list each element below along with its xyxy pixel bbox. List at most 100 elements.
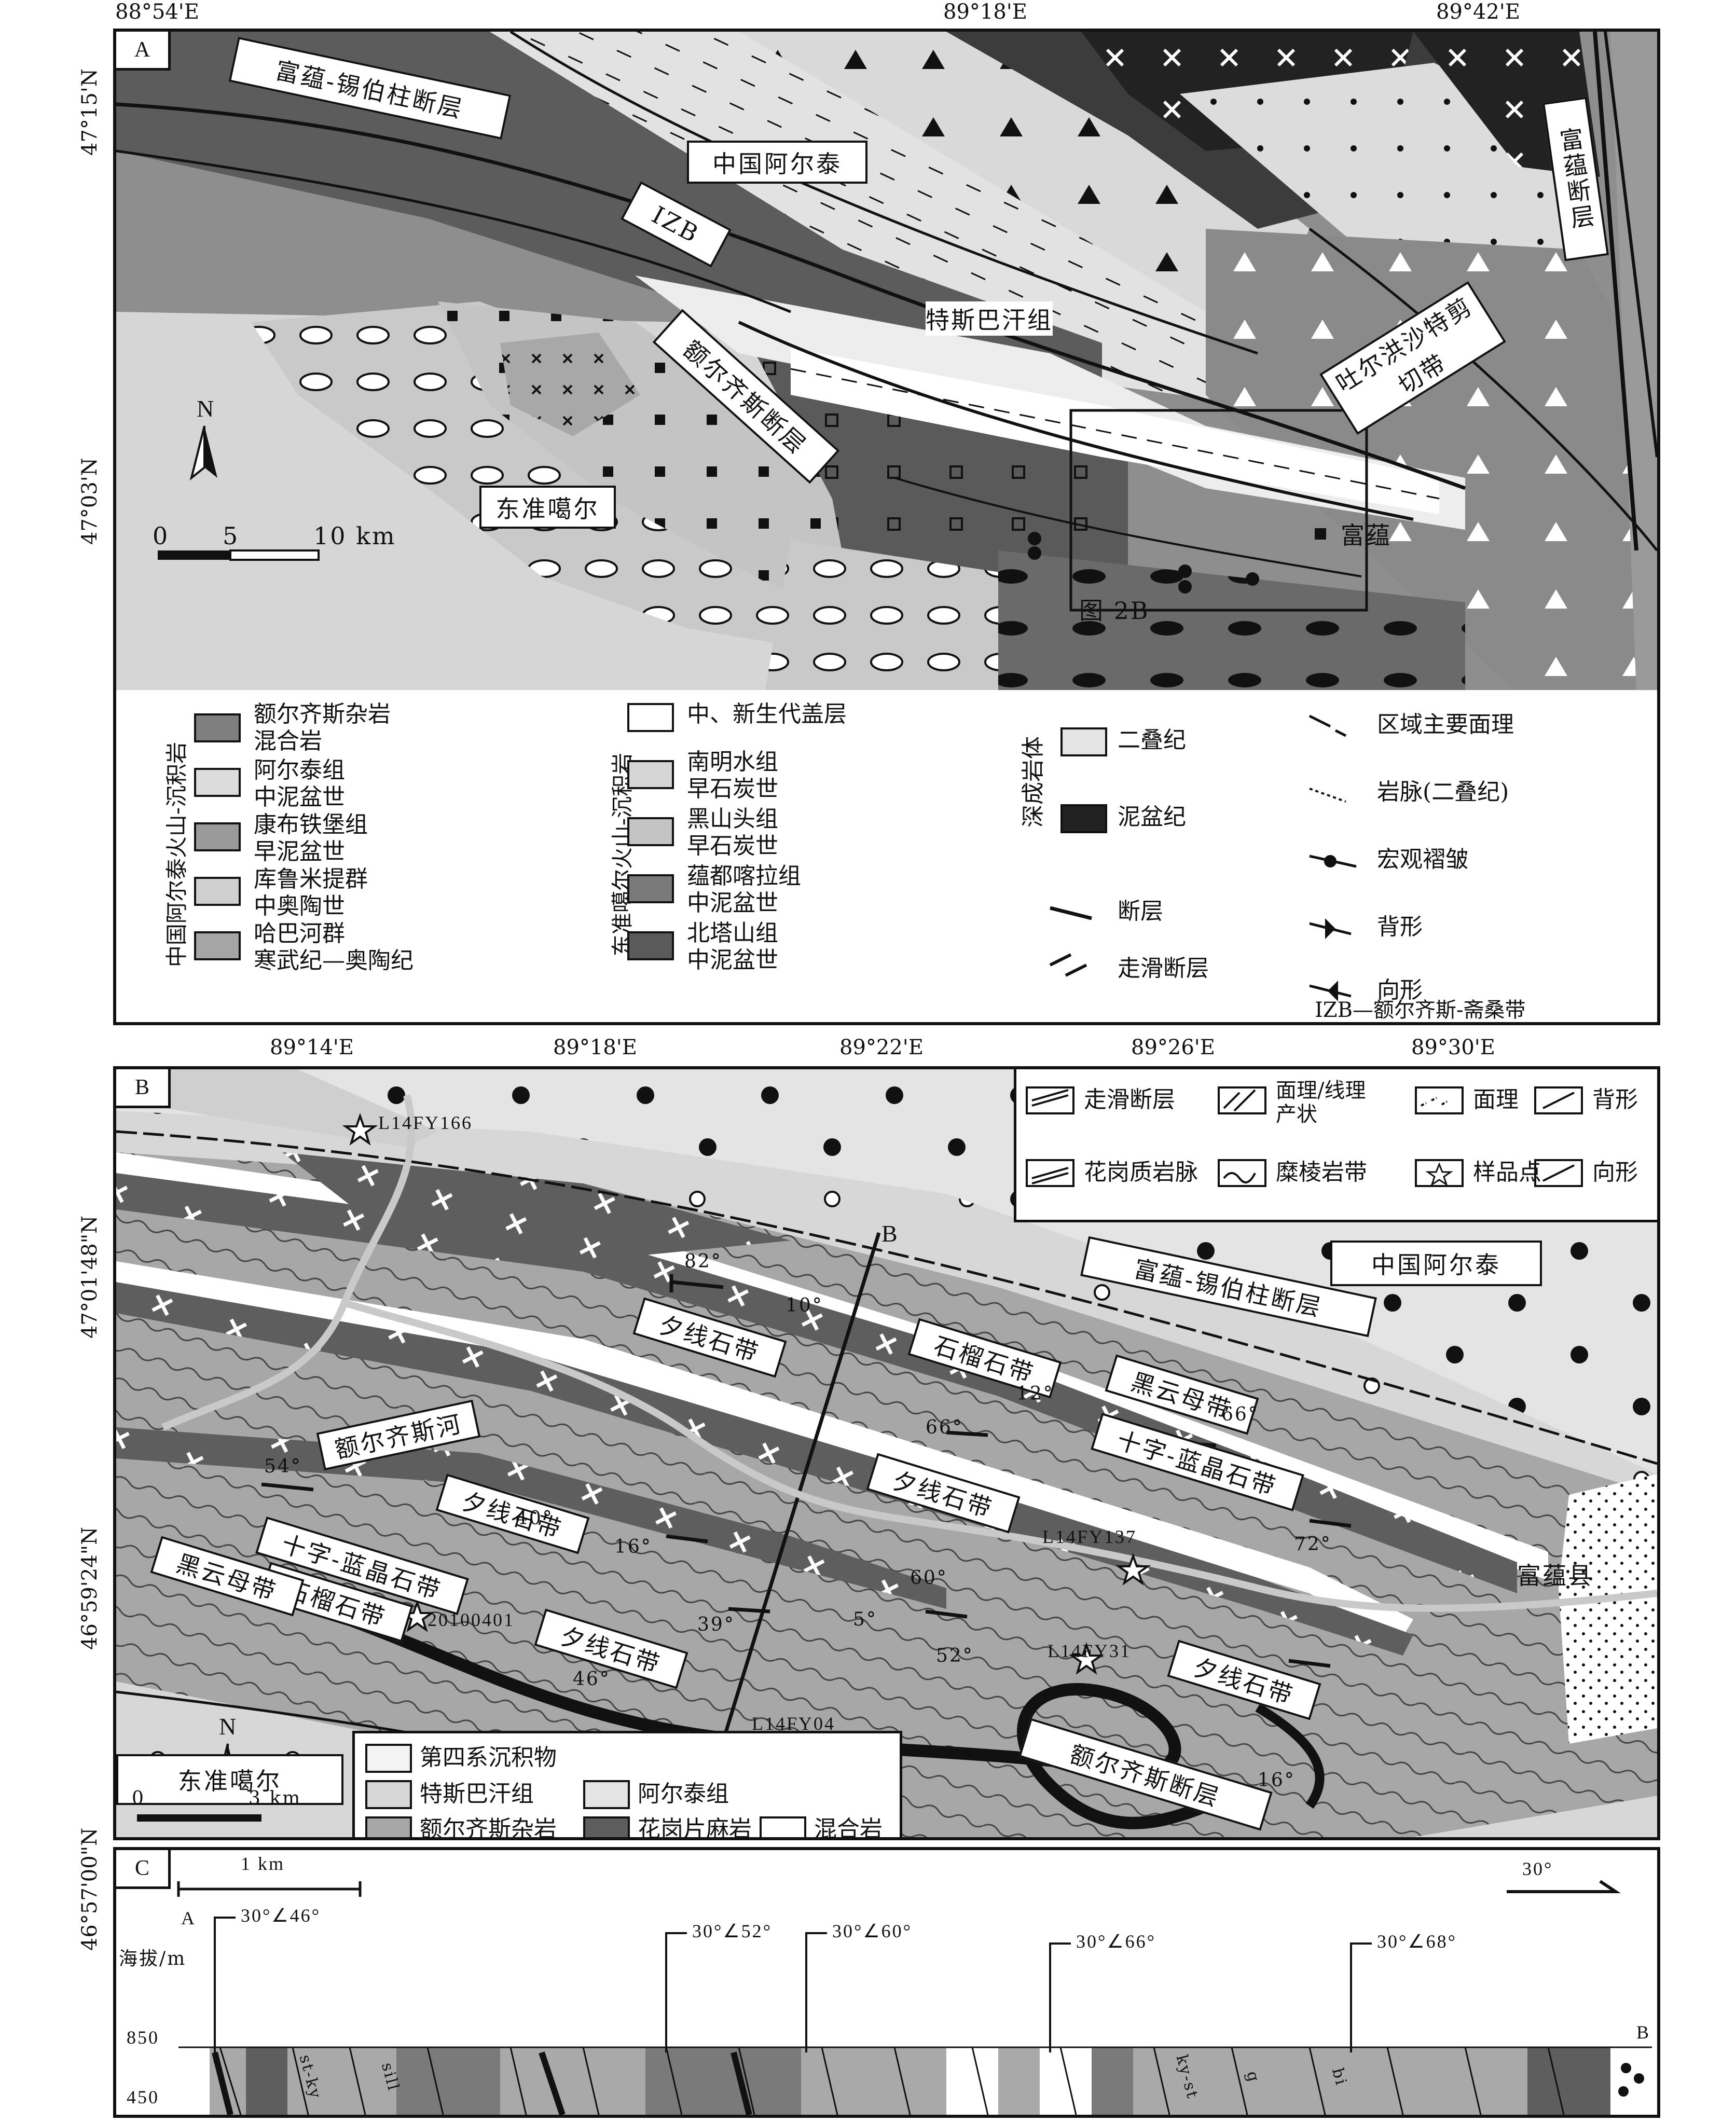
dip-13: 52°: [936, 1645, 974, 1666]
coord-a-left-2: 47°03'N: [78, 458, 102, 545]
scale-b-zero: 0: [132, 1788, 145, 1809]
legend-g1-name-5: 哈巴河群: [254, 920, 345, 947]
dip-label-4: 30°∠66°: [1076, 1931, 1156, 1952]
legend-b-migmatite: 混合岩: [814, 1816, 883, 1840]
elev-850: 850: [127, 2027, 159, 2048]
label-fig2b: 图 2B: [1079, 597, 1150, 625]
legend-strike-slip: 走滑断层: [1118, 955, 1209, 982]
legend-b-top-symbols: [1026, 1086, 1583, 1187]
legend-g1-age-3: 早泥盆世: [254, 838, 345, 865]
coord-b-left-3: 46°57'00"N: [78, 1827, 102, 1951]
dip-10: 39°: [697, 1614, 735, 1635]
coord-a-left-1: 47°15'N: [78, 68, 102, 156]
legend-g1-name-1: 额尔齐斯杂岩: [254, 701, 391, 727]
sample-l14fy166: L14FY166: [378, 1112, 473, 1133]
legend-a-symbols: [1049, 714, 1357, 1001]
label-east-junggar-b: 东准噶尔: [116, 1754, 343, 1805]
dip-8: 72°: [1294, 1534, 1332, 1555]
section-b: B: [1636, 2022, 1651, 2043]
legend-anticline: 背形: [1377, 914, 1423, 940]
north-label-a: N: [197, 395, 216, 422]
panel-a-map: A: [113, 29, 1660, 696]
dip-5: 54°: [264, 1456, 302, 1477]
legend-g2-name-5: 北塔山组: [687, 920, 778, 946]
label-fuyun-a: 富蕴: [1341, 521, 1391, 549]
legend-b-altai-fm: 阿尔泰组: [638, 1781, 729, 1807]
label-fuyun-county: 富蕴县: [1517, 1562, 1593, 1590]
dip-label-3: 30°∠60°: [832, 1921, 913, 1941]
legend-g1-age-2: 中泥盆世: [254, 784, 345, 810]
swatch-cover: [627, 703, 674, 732]
coord-b-top-5: 89°30'E: [1411, 1036, 1495, 1059]
coord-a-top-2: 89°18'E: [943, 0, 1027, 24]
legend-b-irtysh-complex: 额尔齐斯杂岩: [420, 1816, 557, 1840]
dip-7: 16°: [614, 1536, 652, 1558]
coord-b-left-2: 46°59'24"N: [78, 1526, 102, 1650]
section-label-b: B: [881, 1220, 899, 1247]
section-scale: 1 km: [241, 1853, 285, 1874]
scale-a-end: 10 km: [313, 522, 396, 550]
legend-g2-name-4: 蕴都喀拉组: [687, 863, 801, 889]
direction-label: 30°: [1522, 1858, 1553, 1879]
panel-b-map: B: [113, 1066, 1660, 1840]
legend-g2-name-3: 黑山头组: [687, 806, 778, 832]
panel-b-legend-bottom: 第四系沉积物 特斯巴汗组 阿尔泰组 额尔齐斯杂岩 花岗片麻岩 混合岩: [352, 1731, 902, 1840]
dip-label-1: 30°∠46°: [241, 1905, 321, 1926]
panel-b-label: B: [116, 1069, 171, 1108]
swatch-devonian-pluton: [1060, 804, 1107, 833]
legend-izb-note: IZB—额尔齐斯-斋桑带: [1315, 998, 1526, 1022]
legend-g1-name-4: 库鲁米提群: [254, 866, 368, 892]
panel-c-label: C: [116, 1850, 171, 1889]
swatch-quaternary: [365, 1744, 412, 1773]
coord-b-top-4: 89°26'E: [1131, 1036, 1215, 1059]
legend-g1-name-2: 阿尔泰组: [254, 757, 345, 783]
panel-a-legend: 中国阿尔泰火山-沉积岩 额尔齐斯杂岩 混合岩 阿尔泰组 中泥盆世 康布铁堡组 早…: [113, 690, 1660, 1025]
elev-450: 450: [127, 2087, 159, 2107]
swatch-heishantou: [627, 817, 674, 846]
label-chinese-altai-a: 中国阿尔泰: [687, 141, 867, 184]
swatch-granite-gneiss: [583, 1816, 630, 1837]
altitude-label: 海拔/m: [119, 1948, 187, 1969]
legend-b-tesibahan: 特斯巴汗组: [420, 1781, 534, 1807]
label-east-junggar-a: 东准噶尔: [479, 486, 616, 529]
legend-g1-age-1: 混合岩: [254, 728, 322, 754]
dip-label-2: 30°∠52°: [692, 1921, 773, 1941]
sample-l14fy137: L14FY137: [1042, 1526, 1137, 1547]
scale-b-end: 3 km: [249, 1788, 302, 1809]
legend-macro-fold: 宏观褶皱: [1377, 846, 1468, 873]
sample-l14fy31: L14FY31: [1048, 1641, 1132, 1661]
legend-g2-age-2: 早石炭世: [687, 776, 778, 802]
legend-g2-age-4: 中泥盆世: [687, 890, 778, 916]
panel-c-profile: [177, 1880, 1652, 2115]
legend-g2-age-3: 早石炭世: [687, 833, 778, 859]
dip-6: 40°: [516, 1508, 554, 1529]
north-label-b: N: [219, 1713, 238, 1740]
swatch-irtysh-complex: [194, 713, 241, 742]
dip-label-5: 30°∠68°: [1377, 1931, 1457, 1952]
legend-g2-name-2: 南明水组: [687, 749, 778, 775]
swatch-habahe: [194, 931, 241, 960]
legend-fault: 断层: [1118, 898, 1163, 925]
legend-g1-name-3: 康布铁堡组: [254, 811, 368, 838]
swatch-irtysh-b: [365, 1816, 412, 1837]
dip-1: 82°: [684, 1251, 722, 1272]
swatch-yundukala: [627, 874, 674, 903]
legend-b-granite-gneiss: 花岗片麻岩: [638, 1816, 752, 1840]
legend-pluton-1: 二叠纪: [1118, 727, 1186, 753]
legend-b-anticline: 背形: [1592, 1086, 1638, 1113]
scale-a-zero: 0: [153, 522, 170, 550]
panel-a-geology: [116, 32, 1657, 693]
legend-syncline: 向形: [1377, 977, 1423, 1003]
legend-b-mylonite: 糜棱岩带: [1276, 1159, 1367, 1186]
section-a: A: [181, 1908, 196, 1928]
legend-b-sample: 样品点: [1473, 1159, 1541, 1186]
sample-l14fy04: L14FY04: [752, 1713, 836, 1734]
coord-a-top-1: 88°54'E: [115, 0, 199, 24]
sample-20100401: 20100401: [428, 1609, 515, 1630]
coord-b-left-1: 47°01'48"N: [78, 1215, 102, 1339]
swatch-nanmingshui: [627, 760, 674, 789]
swatch-altai-b: [583, 1780, 630, 1809]
dip-4: 66°: [926, 1417, 963, 1438]
legend-foliation: 区域主要面理: [1377, 711, 1514, 738]
swatch-beitashan: [627, 931, 674, 960]
